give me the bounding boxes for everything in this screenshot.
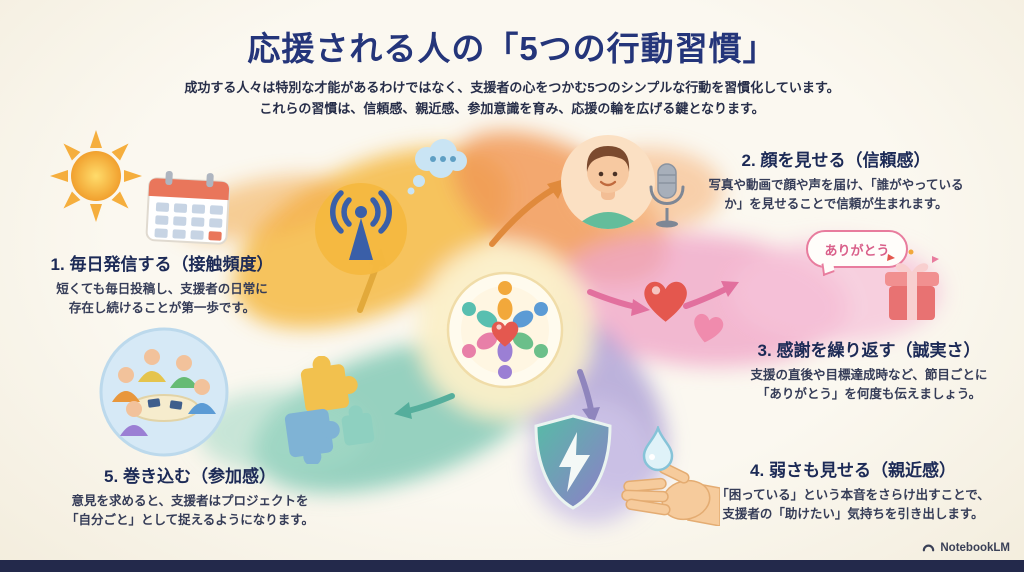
step-2-body-line-2: か」を見せることで信頼が生まれます。 — [724, 197, 948, 212]
center-community-emblem — [446, 271, 564, 389]
calendar-icon — [140, 166, 236, 250]
step-3-heading: 3. 感謝を繰り返す（誠実さ） — [757, 341, 981, 360]
team-discussion-icon — [96, 324, 232, 460]
step-2-heading: 2. 顔を見せる（信頼感） — [741, 151, 931, 170]
sun-icon — [50, 130, 142, 222]
subtitle: 成功する人々は特別な才能があるわけではなく、支援者の心をつかむ5つのシンプルな行… — [0, 78, 1024, 120]
bottom-bar — [0, 560, 1024, 572]
notebooklm-logo-icon — [923, 544, 935, 552]
step-4-heading: 4. 弱さも見せる（親近感） — [750, 461, 956, 480]
page-title: 応援される人の「5つの行動習慣」 — [247, 30, 777, 67]
step-1-body-line-1: 短くても毎日投稿し、支援者の日常に — [56, 282, 268, 296]
step-5-body-line-2: 「自分ごと」として捉えるようになります。 — [65, 513, 314, 528]
step-4-body-line-2: 支援者の「助けたい」気持ちを引き出します。 — [722, 507, 984, 522]
thanks-speech-text: ありがとう — [824, 242, 890, 258]
center-heart-icon — [491, 321, 519, 347]
microphone-icon — [644, 160, 690, 238]
step-2-body-line-1: 写真や動画で顔や声を届け、「誰がやっている — [708, 178, 964, 192]
thanks-speech-bubble: ありがとう — [806, 230, 908, 277]
emblem-people — [462, 281, 548, 379]
shield-icon — [526, 410, 620, 514]
notebooklm-watermark: NotebookLM — [922, 541, 1010, 554]
heart-icon — [630, 268, 745, 353]
step-5-involve-others: 5. 巻き込む（参加感） 意見を求めると、支援者はプロジェクトを 「自分ごと」と… — [42, 462, 338, 531]
puzzle-icon — [270, 355, 388, 466]
step-1-heading: 1. 毎日発信する（接触頻度） — [50, 255, 274, 274]
step-4-body-line-1: 「困っている」という本音をさらけ出すことで、 — [716, 488, 990, 502]
step-5-heading: 5. 巻き込む（参加感） — [104, 467, 276, 486]
watermark-text: NotebookLM — [940, 541, 1010, 554]
step-3-repeat-thanks: 3. 感謝を繰り返す（誠実さ） 支援の直後や目標達成時など、節目ごとに 「ありが… — [728, 336, 1010, 405]
broadcast-icon — [310, 178, 412, 280]
flow-arrow-to-puzzle — [394, 393, 455, 419]
gift-icon — [876, 248, 948, 328]
step-3-body-line-1: 支援の直後や目標達成時など、節目ごとに — [750, 368, 988, 382]
step-4-show-weakness: 4. 弱さも見せる（親近感） 「困っている」という本音をさらけ出すことで、 支援… — [688, 456, 1018, 525]
flow-arrow-to-heart-1 — [587, 289, 650, 316]
flow-arrow-to-heart-2 — [683, 281, 739, 309]
step-5-body-line-1: 意見を求めると、支援者はプロジェクトを — [71, 494, 309, 508]
flow-arrow-to-shield — [577, 369, 600, 425]
step-3-body-line-2: 「ありがとう」を何度も伝えましょう。 — [756, 387, 982, 402]
step-2-show-face: 2. 顔を見せる（信頼感） 写真や動画で顔や声を届け、「誰がやっている か」を見… — [686, 146, 986, 215]
step-1-daily-posting: 1. 毎日発信する（接触頻度） 短くても毎日投稿し、支援者の日常に 存在し続ける… — [18, 250, 306, 319]
subtitle-line-2: これらの習慣は、信頼感、親近感、参加意識を育み、応援の輪を広げる鍵となります。 — [259, 100, 765, 116]
person-face-icon — [556, 130, 660, 234]
step-1-body-line-2: 存在し続けることが第一歩です。 — [68, 301, 256, 316]
subtitle-line-1: 成功する人々は特別な才能があるわけではなく、支援者の心をつかむ5つのシンプルな行… — [184, 80, 840, 95]
thought-bubble-icon — [404, 136, 476, 198]
hand-water-drop-icon — [606, 424, 721, 527]
